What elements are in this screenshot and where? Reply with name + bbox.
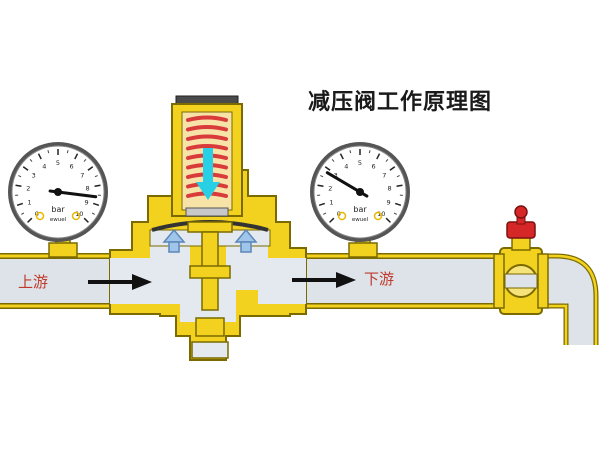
- gauge-scale-label: 9: [84, 198, 88, 206]
- spring-force-arrow-shaft: [203, 148, 213, 184]
- diagram-title: 减压阀工作原理图: [308, 84, 492, 116]
- gauge-unit: bar: [353, 205, 367, 214]
- ball-valve-flange-right: [538, 254, 548, 308]
- ball-valve-bore: [505, 274, 537, 288]
- ball-valve-flange-left: [494, 254, 504, 308]
- pressure-arrow-right-shaft: [241, 242, 251, 252]
- bottom-nut: [196, 318, 224, 336]
- gauge-minor-tick: [67, 150, 68, 153]
- gauge-minor-tick: [48, 150, 49, 153]
- bottom-plug: [192, 342, 228, 358]
- gauge-brand: ewuel: [50, 217, 67, 223]
- pressure-arrow-left-shaft: [169, 242, 179, 252]
- gauge-tick: [95, 185, 101, 186]
- gauge-scale-label: 9: [386, 198, 390, 206]
- ball-valve-knob: [515, 206, 527, 218]
- gauge-scale-label: 1: [27, 198, 31, 206]
- gauge-scale-label: 5: [56, 159, 60, 167]
- gauge-tick: [318, 185, 324, 186]
- gauge-scale-label: 5: [358, 159, 362, 167]
- gauge-unit: bar: [51, 205, 65, 214]
- gauge-scale-label: 7: [80, 171, 84, 179]
- gauge-scale-label: 4: [42, 162, 46, 170]
- downstream-label: 下游: [364, 268, 394, 289]
- diaphragm-plate: [188, 222, 232, 232]
- gauge-minor-tick: [350, 150, 351, 153]
- gauge-scale-label: 4: [344, 162, 348, 170]
- gauge-scale-label: 3: [32, 171, 36, 179]
- upstream-label: 上游: [18, 271, 48, 292]
- outlet-gauge-nut: [349, 243, 377, 257]
- spring-seat: [186, 208, 228, 216]
- gauge-scale-label: 1: [329, 198, 333, 206]
- valve-disc: [190, 266, 230, 278]
- gauge-hub: [54, 188, 62, 196]
- inlet-gauge-nut: [49, 243, 77, 257]
- ball-valve: [494, 206, 548, 314]
- gauge-minor-tick: [369, 150, 370, 153]
- gauge-scale-label: 7: [382, 171, 386, 179]
- gauge-hub: [356, 188, 364, 196]
- outlet-pipe: [276, 228, 506, 306]
- gauge-scale-label: 8: [86, 184, 90, 192]
- gauge-tick: [16, 185, 22, 186]
- gauge-scale-label: 6: [70, 162, 74, 170]
- gauge-tick: [397, 185, 403, 186]
- gauge-scale-label: 2: [26, 184, 30, 192]
- gauge-brand: ewuel: [352, 217, 369, 223]
- gauge-scale-label: 6: [372, 162, 376, 170]
- gauge-scale-label: 2: [328, 184, 332, 192]
- gauge-scale-label: 8: [388, 184, 392, 192]
